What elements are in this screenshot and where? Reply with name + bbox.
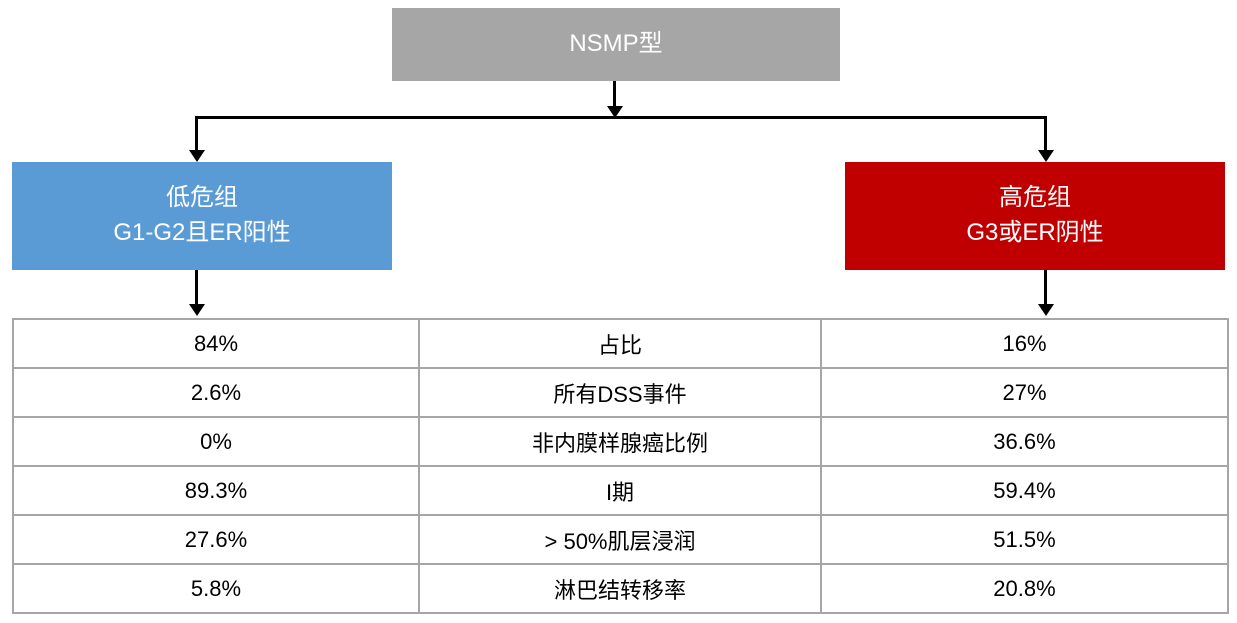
low-risk-criteria: G1-G2且ER阳性 [113,219,291,246]
connector-left-vertical-line [195,116,198,150]
metric-label: 非内膜样腺癌比例 [418,416,822,467]
low-risk-value: 2.6% [12,367,420,418]
low-risk-value: 89.3% [12,465,420,516]
high-risk-value: 16% [820,318,1229,369]
connector-split-horizontal-line [195,116,1046,119]
high-risk-value: 51.5% [820,514,1229,565]
root-node-label: NSMP型 [569,30,663,58]
high-risk-criteria: G3或ER阴性 [966,219,1104,246]
table-row: 27.6% > 50%肌层浸润 51.5% [12,514,1229,565]
high-risk-title: 高危组 [999,184,1071,212]
table-row: 2.6% 所有DSS事件 27% [12,367,1229,418]
high-risk-value: 36.6% [820,416,1229,467]
connector-high-risk-table-line [1044,270,1047,304]
comparison-table: 84% 占比 16% 2.6% 所有DSS事件 27% 0% 非内膜样腺癌比例 … [12,318,1229,614]
low-risk-value: 5.8% [12,563,420,614]
connector-left-arrowhead-icon [189,150,205,162]
connector-right-arrowhead-icon [1038,150,1054,162]
table-row: 89.3% I期 59.4% [12,465,1229,516]
table-row: 84% 占比 16% [12,318,1229,369]
metric-label: > 50%肌层浸润 [418,514,822,565]
connector-low-risk-table-arrowhead-icon [189,304,205,316]
metric-label: 淋巴结转移率 [418,563,822,614]
table-row: 5.8% 淋巴结转移率 20.8% [12,563,1229,614]
table-row: 0% 非内膜样腺癌比例 36.6% [12,416,1229,467]
low-risk-node: 低危组 G1-G2且ER阳性 [12,162,392,270]
low-risk-value: 84% [12,318,420,369]
low-risk-value: 0% [12,416,420,467]
metric-label: 所有DSS事件 [418,367,822,418]
high-risk-node: 高危组 G3或ER阴性 [845,162,1225,270]
high-risk-value: 59.4% [820,465,1229,516]
connector-root-arrowhead-icon [607,106,623,118]
connector-right-vertical-line [1044,116,1047,150]
low-risk-title: 低危组 [166,184,238,212]
metric-label: I期 [418,465,822,516]
high-risk-value: 27% [820,367,1229,418]
metric-label: 占比 [418,318,822,369]
connector-root-vertical-line [613,81,616,107]
low-risk-value: 27.6% [12,514,420,565]
connector-low-risk-table-line [195,270,198,304]
high-risk-value: 20.8% [820,563,1229,614]
connector-high-risk-table-arrowhead-icon [1038,304,1054,316]
root-node-nsmp: NSMP型 [392,8,840,81]
